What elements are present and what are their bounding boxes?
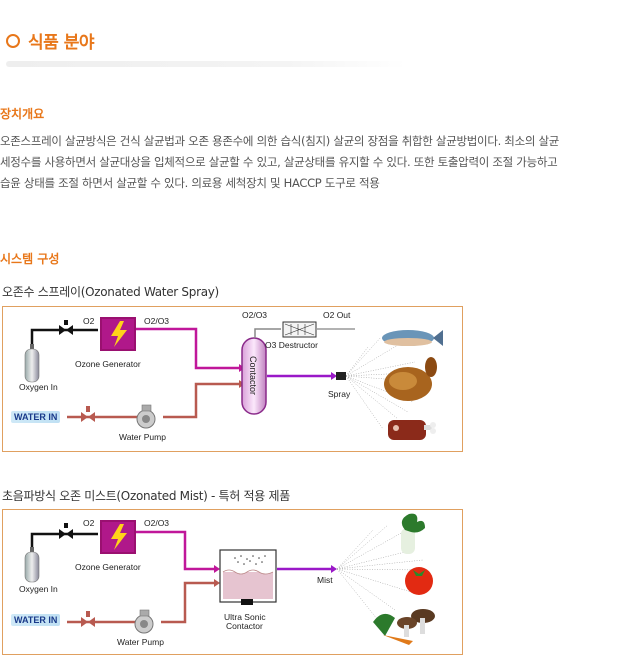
vegetable-icon — [401, 513, 425, 554]
diagram1-title: 오존수 스프레이(Ozonated Water Spray) — [2, 285, 219, 299]
water-pump-label: Water Pump — [117, 637, 164, 647]
spray-cone — [345, 336, 429, 430]
header-divider — [6, 61, 406, 67]
mist-label: Mist — [317, 575, 333, 585]
fish-icon — [382, 330, 443, 346]
ozonated-water-spray-diagram: O2 O2/O3 O2/O3 O2 Out O3 Destructor Ozon… — [2, 306, 463, 452]
water-pump-icon — [136, 404, 156, 429]
overview-line: 세정수를 사용하면서 살균대상을 입체적으로 살균할 수 있고, 살균상태를 유… — [0, 155, 558, 169]
water-pump-icon — [134, 609, 154, 634]
ozone-generator-icon — [100, 317, 136, 351]
o3-destructor-label: O3 Destructor — [265, 340, 318, 350]
roast-chicken-icon — [384, 357, 437, 401]
contactor-label: Contactor — [248, 356, 258, 396]
ultrasonic-contactor-icon — [219, 549, 277, 605]
ozone-generator-label: Ozone Generator — [75, 359, 141, 369]
page-title: 식품 분야 — [28, 33, 94, 53]
valve-icon — [59, 523, 73, 539]
ozonated-mist-diagram: O2 O2/O3 Ozone Generator Ultra Sonic Con… — [2, 509, 463, 655]
water-in-label: WATER IN — [11, 411, 61, 423]
diagram2-title: 초음파방식 오존 미스트(Ozonated Mist) - 특허 적용 제품 — [2, 489, 291, 503]
oxygen-cylinder-icon — [24, 344, 40, 383]
spray-nozzle-icon — [336, 372, 346, 380]
mist-cone — [336, 524, 424, 621]
meat-icon — [388, 420, 436, 440]
overview-paragraph: 오존스프레이 살균방식은 건식 살균법과 오존 용존수에 의한 습식(침지) 살… — [0, 131, 615, 194]
diagram2-drawing — [24, 513, 435, 645]
mushroom-icon — [373, 609, 435, 645]
page-header: 식품 분야 — [6, 27, 406, 67]
water-valve-icon — [81, 611, 95, 627]
ozone-generator-label: Ozone Generator — [75, 562, 141, 572]
oxygen-in-label: Oxygen In — [19, 584, 58, 594]
water-pump-label: Water Pump — [119, 432, 166, 442]
o2-out-label: O2 Out — [323, 310, 351, 320]
spray-label: Spray — [328, 389, 351, 399]
ultrasonic-contactor-label: Contactor — [226, 621, 263, 631]
o2o3-label: O2/O3 — [144, 316, 170, 326]
o2o3-top-label: O2/O3 — [242, 310, 268, 320]
circle-bullet-icon — [6, 34, 20, 48]
ozone-generator-icon — [100, 520, 136, 554]
ultrasonic-label: Ultra Sonic — [224, 612, 266, 622]
overview-line: 습윤 상태를 조절 하면서 살균할 수 있다. 의료용 세척장치 및 HACCP… — [0, 176, 380, 190]
o2-label: O2 — [83, 518, 95, 528]
contactor-vessel-icon — [241, 337, 267, 415]
oxygen-cylinder-icon — [24, 547, 40, 583]
water-in-label: WATER IN — [11, 614, 61, 626]
o2o3-label: O2/O3 — [144, 518, 170, 528]
system-title: 시스템 구성 — [0, 252, 60, 266]
overview-title: 장치개요 — [0, 107, 45, 121]
water-valve-icon — [81, 406, 95, 422]
tomato-icon — [405, 567, 433, 595]
overview-line: 오존스프레이 살균방식은 건식 살균법과 오존 용존수에 의한 습식(침지) 살… — [0, 134, 560, 148]
diagram1-drawing — [24, 317, 443, 440]
valve-icon — [59, 320, 73, 335]
o2-label: O2 — [83, 316, 95, 326]
oxygen-in-label: Oxygen In — [19, 382, 58, 392]
